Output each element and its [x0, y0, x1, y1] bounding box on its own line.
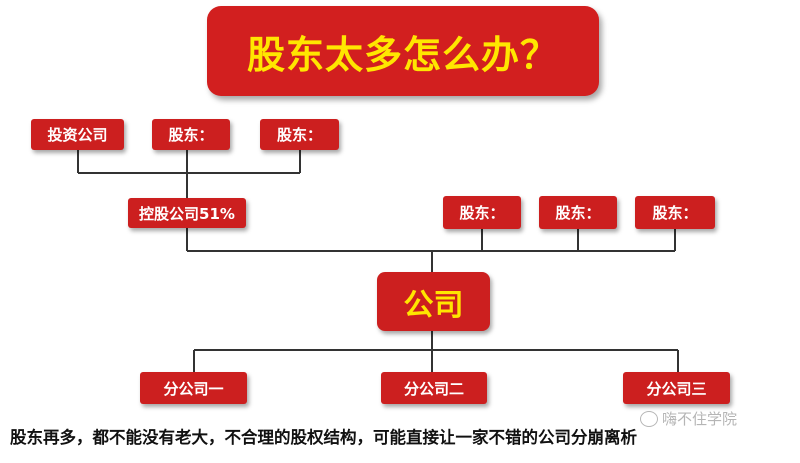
box-label: 股东：	[276, 126, 322, 144]
investment-company-box: 投资公司	[31, 119, 124, 150]
box-label: 股东：	[652, 204, 698, 222]
branch-box: 分公司二	[381, 372, 487, 404]
shareholder-box: 股东：	[443, 196, 521, 229]
branch-box: 分公司三	[623, 372, 730, 404]
shareholder-box: 股东：	[260, 119, 339, 150]
chat-icon	[640, 410, 658, 427]
watermark-text: 嗨不住学院	[662, 410, 738, 428]
box-label: 控股公司51%	[139, 204, 235, 223]
box-label: 股东：	[555, 204, 601, 222]
shareholder-box: 股东：	[539, 196, 617, 229]
branch-box: 分公司一	[140, 372, 247, 404]
box-label: 投资公司	[47, 126, 108, 144]
box-label: 股东：	[168, 126, 214, 144]
company-box: 公司	[377, 272, 490, 331]
shareholder-box: 股东：	[152, 119, 230, 150]
box-label: 股东：	[459, 204, 505, 222]
box-label: 分公司一	[163, 379, 224, 398]
holding-company-box: 控股公司51%	[128, 198, 246, 228]
company-label: 公司	[403, 287, 464, 323]
caption: 股东再多，都不能没有老大，不合理的股权结构，可能直接让一家不错的公司分崩离析	[10, 428, 637, 447]
watermark: 嗨不住学院	[640, 408, 737, 429]
box-label: 分公司二	[403, 379, 464, 398]
title-text: 股东太多怎么办？	[246, 32, 559, 77]
title-banner: 股东太多怎么办？	[207, 6, 599, 96]
box-label: 分公司三	[646, 379, 707, 398]
shareholder-box: 股东：	[635, 196, 715, 229]
